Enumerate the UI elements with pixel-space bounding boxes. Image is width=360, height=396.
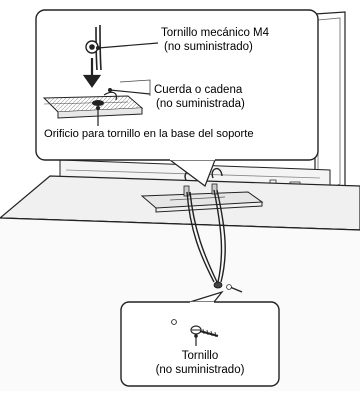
- table-screw: [213, 281, 243, 293]
- wood-screw-icon: [171, 319, 219, 346]
- screw-label-line2: (no suministrado): [155, 364, 245, 376]
- top-callout-detail: [42, 24, 159, 126]
- m4-screw-label-line1: Tornillo mecánico M4: [161, 27, 270, 39]
- down-arrow-icon: [82, 58, 102, 88]
- stand-screw-hole: [92, 100, 104, 106]
- cord-label-line2: (no suministrada): [156, 98, 245, 110]
- screw-label-line1: Tornillo: [181, 350, 219, 362]
- bottom-callout-box: [120, 301, 280, 387]
- m4-screw-label-line2: (no suministrado): [164, 41, 253, 53]
- cords: [184, 168, 226, 283]
- base-hole-label: Orificio para tornillo en la base del so…: [44, 128, 254, 140]
- cord-label-line1: Cuerda o cadena: [154, 84, 243, 96]
